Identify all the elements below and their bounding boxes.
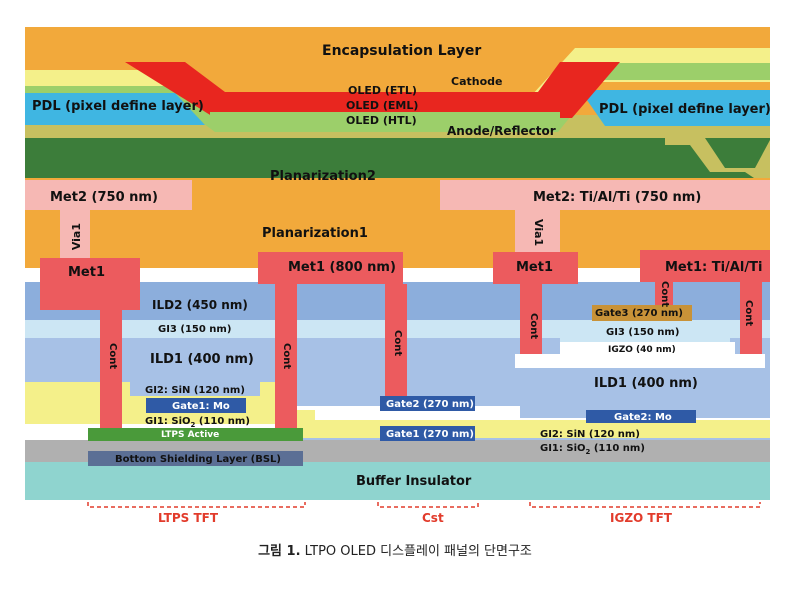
cathode-label: Cathode [451,75,503,88]
gate1-cst [380,426,475,441]
region-ltps-label: LTPS TFT [158,511,219,525]
eml-layer [125,62,620,118]
gate3-right [592,305,692,321]
ild2-label: ILD2 (450 nm) [152,298,248,312]
met1-right1 [493,252,578,284]
cont-label-3: Cont [392,330,403,357]
oled-etl-label: OLED (ETL) [348,84,417,97]
ild1-right-label: ILD1 (400 nm) [594,376,698,391]
cont-label-2: Cont [281,343,292,370]
gate2-mo-label: Gate2: Mo [614,412,672,423]
met1-right1-label: Met1 [516,260,554,275]
encapsulation-label: Encapsulation Layer [322,43,482,59]
met1-center-label: Met1 (800 nm) [288,260,396,275]
gate2-cst-label: Gate2 (270 nm) [386,399,474,410]
oled-eml-label: OLED (EML) [346,99,419,112]
igzo-label: IGZO (40 nm) [608,345,676,355]
gi-left-band [25,410,315,424]
via1-left-label: Via1 [70,223,83,251]
met2-right [440,180,770,252]
anode-right-bump [665,138,770,182]
region-cst-label: Cst [422,511,444,525]
gi3-right-label: GI3 (150 nm) [606,327,680,338]
region-cst-bracket [377,502,479,508]
pdl-right [580,90,770,126]
planarization2-label: Planarization2 [270,169,376,184]
pdl-right-label: PDL (pixel define layer) [599,102,771,117]
met1-left-label: Met1 [68,265,106,280]
met1-right2 [640,250,770,282]
igzo-base [515,354,765,368]
region-igzo-bracket [529,502,761,508]
cont-label-1: Cont [107,343,118,370]
gi3-right [560,322,730,342]
region-igzo-label: IGZO TFT [610,511,672,525]
met2-left-label: Met2 (750 nm) [50,190,158,205]
htl-layer [210,112,560,126]
planarization1-label: Planarization1 [262,226,368,241]
cont-label-5: Cont [659,281,670,308]
gi2-left-label: GI2: SiN (120 nm) [145,385,245,396]
region-ltps-bracket [87,502,306,508]
cont-right-1 [520,284,542,359]
ild1-left-label: ILD1 (400 nm) [150,352,254,367]
gate1-mo-label: Gate1: Mo [172,401,230,412]
bsl-layer [88,451,303,466]
gate1-mo [146,398,246,413]
gi1-left-label: GI1: SiO2 (110 nm) [145,416,250,429]
cont-label-4: Cont [528,313,539,340]
cont-cst [385,284,407,396]
via1-left [60,210,90,258]
met1-right2-label: Met1: Ti/Al/Ti [665,260,763,275]
planarization2-lower [25,142,770,182]
cont-label-6: Cont [743,300,754,327]
gate2-mo [586,410,696,423]
cont-left-2 [275,284,297,430]
buffer-insulator [25,462,770,500]
ltps-active-label: LTPS Active [161,430,220,440]
gi2-right-label: GI2: SiN (120 nm) [540,429,640,440]
gate2-cst [380,396,475,411]
pdl-left [25,93,205,125]
cont-left-1 [100,310,122,430]
figure-caption: 그림 1. LTPO OLED 디스플레이 패널의 단면구조 [258,544,532,559]
via1-right-label: Via1 [532,219,545,247]
anode-label: Anode/Reflector [447,124,556,138]
gi1-right-label: GI1: SiO2 (110 nm) [540,443,645,456]
ltps-active [88,428,303,441]
met2-left [25,180,192,210]
pdl-left-label: PDL (pixel define layer) [32,99,204,114]
gi3-left-label: GI3 (150 nm) [158,324,232,335]
gate1-cst-label: Gate1 (270 nm) [386,429,474,440]
oled-htl-label: OLED (HTL) [346,114,417,127]
bsl-label: Bottom Shielding Layer (BSL) [115,454,281,465]
cont-right-2 [655,282,673,306]
cont-right-3 [740,282,762,357]
gate3-right-label: Gate3 (270 nm) [595,308,683,319]
igzo-layer [560,342,735,354]
met1-left [40,258,140,310]
gi2-right-band [295,420,770,438]
met1-center [258,252,403,284]
met2-right-label: Met2: Ti/Al/Ti (750 nm) [533,190,702,205]
buffer-label: Buffer Insulator [356,474,472,489]
